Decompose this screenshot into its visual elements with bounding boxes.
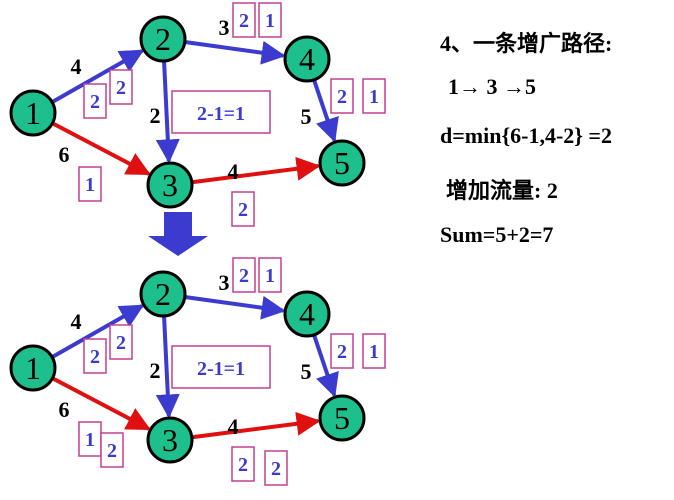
edge-capacity-label: 6 [59, 397, 70, 422]
flow-box: 2 [264, 450, 288, 486]
edge-capacity-label: 4 [71, 54, 82, 79]
node-3: 3 [146, 416, 194, 464]
node-1: 1 [9, 344, 57, 392]
node-5: 5 [318, 394, 366, 442]
flow-box: 2 [232, 2, 256, 38]
flow-value: 2 [337, 341, 347, 363]
down-arrow-icon [148, 212, 208, 256]
flow-value: 1 [85, 429, 95, 451]
flow-value: 2 [271, 458, 281, 480]
edge-1-2 [51, 49, 145, 104]
node-label: 5 [334, 145, 350, 181]
flow-box: 2 [231, 446, 255, 482]
flow-value: 2 [239, 265, 249, 287]
edge-3-5 [191, 411, 321, 440]
flow-value: 1 [369, 86, 379, 108]
edge-2-3 [155, 60, 180, 164]
flow-box: 2 [100, 432, 124, 468]
edge-capacity-label: 3 [219, 270, 230, 295]
node-label: 3 [162, 167, 178, 203]
edge-capacity-label: 3 [219, 15, 230, 40]
node-4: 4 [283, 290, 331, 338]
flow-box: 1 [258, 2, 282, 38]
flow-value: 1 [85, 174, 95, 196]
node-2: 2 [139, 270, 187, 318]
edge-3-5 [191, 156, 321, 185]
edge-4-5 [312, 334, 339, 398]
node-3: 3 [146, 161, 194, 209]
flow-value: 2 [107, 440, 117, 462]
residual-note: 2-1=1 [171, 90, 271, 134]
edge-capacity-label: 4 [228, 159, 239, 184]
residual-note: 2-1=1 [171, 345, 271, 389]
flow-box: 1 [78, 421, 102, 457]
node-label: 1 [25, 350, 41, 386]
node-1: 1 [9, 89, 57, 137]
flow-value: 2 [116, 77, 126, 99]
flow-box: 1 [362, 78, 386, 114]
node-5: 5 [318, 139, 366, 187]
info-title: 4、一条增广路径: [440, 31, 613, 56]
flow-value: 2 [337, 86, 347, 108]
flow-value: 2 [90, 91, 100, 113]
edge-capacity-label: 4 [228, 414, 239, 439]
edge-capacity-label: 5 [301, 359, 312, 384]
edge-1-3 [51, 376, 151, 431]
edge-capacity-label: 2 [150, 358, 161, 383]
node-label: 4 [299, 41, 315, 77]
node-label: 2 [155, 21, 171, 57]
flow-box: 2 [83, 83, 107, 119]
flow-value: 2 [238, 199, 248, 221]
node-label: 2 [155, 276, 171, 312]
residual-note-text: 2-1=1 [197, 103, 245, 125]
edge-1-3 [51, 121, 151, 176]
flow-box: 2 [83, 338, 107, 374]
flow-value: 2 [239, 10, 249, 32]
edge-capacity-label: 2 [150, 103, 161, 128]
info-increase: 增加流量: 2 [446, 178, 558, 203]
flow-box: 2 [330, 78, 354, 114]
edge-2-4 [184, 295, 286, 320]
flow-value: 2 [238, 454, 248, 476]
node-2: 2 [139, 15, 187, 63]
edge-capacity-label: 5 [301, 104, 312, 129]
flow-value: 2 [116, 332, 126, 354]
edge-4-5 [312, 79, 339, 143]
node-4: 4 [283, 35, 331, 83]
flow-box: 2 [109, 324, 133, 360]
edge-capacity-label: 4 [71, 309, 82, 334]
info-path: 1→ 3 →5 [448, 74, 536, 99]
node-label: 1 [25, 95, 41, 131]
flow-box: 1 [78, 166, 102, 202]
edge-1-2 [51, 304, 145, 359]
flow-box: 1 [362, 333, 386, 369]
flow-box: 2 [330, 333, 354, 369]
edge-2-4 [184, 40, 286, 65]
edge-2-3 [155, 315, 180, 419]
flow-box: 1 [258, 257, 282, 293]
residual-note-text: 2-1=1 [197, 358, 245, 380]
info-sum: Sum=5+2=7 [440, 222, 554, 247]
node-label: 5 [334, 400, 350, 436]
flow-box: 2 [232, 257, 256, 293]
node-label: 4 [299, 296, 315, 332]
flow-box: 2 [109, 69, 133, 105]
flow-value: 1 [369, 341, 379, 363]
flow-box: 2 [231, 191, 255, 227]
edge-capacity-label: 6 [59, 142, 70, 167]
flow-value: 1 [265, 10, 275, 32]
info-delta: d=min{6-1,4-2} =2 [440, 123, 612, 148]
flow-value: 2 [90, 346, 100, 368]
node-label: 3 [162, 422, 178, 458]
flow-value: 1 [265, 265, 275, 287]
